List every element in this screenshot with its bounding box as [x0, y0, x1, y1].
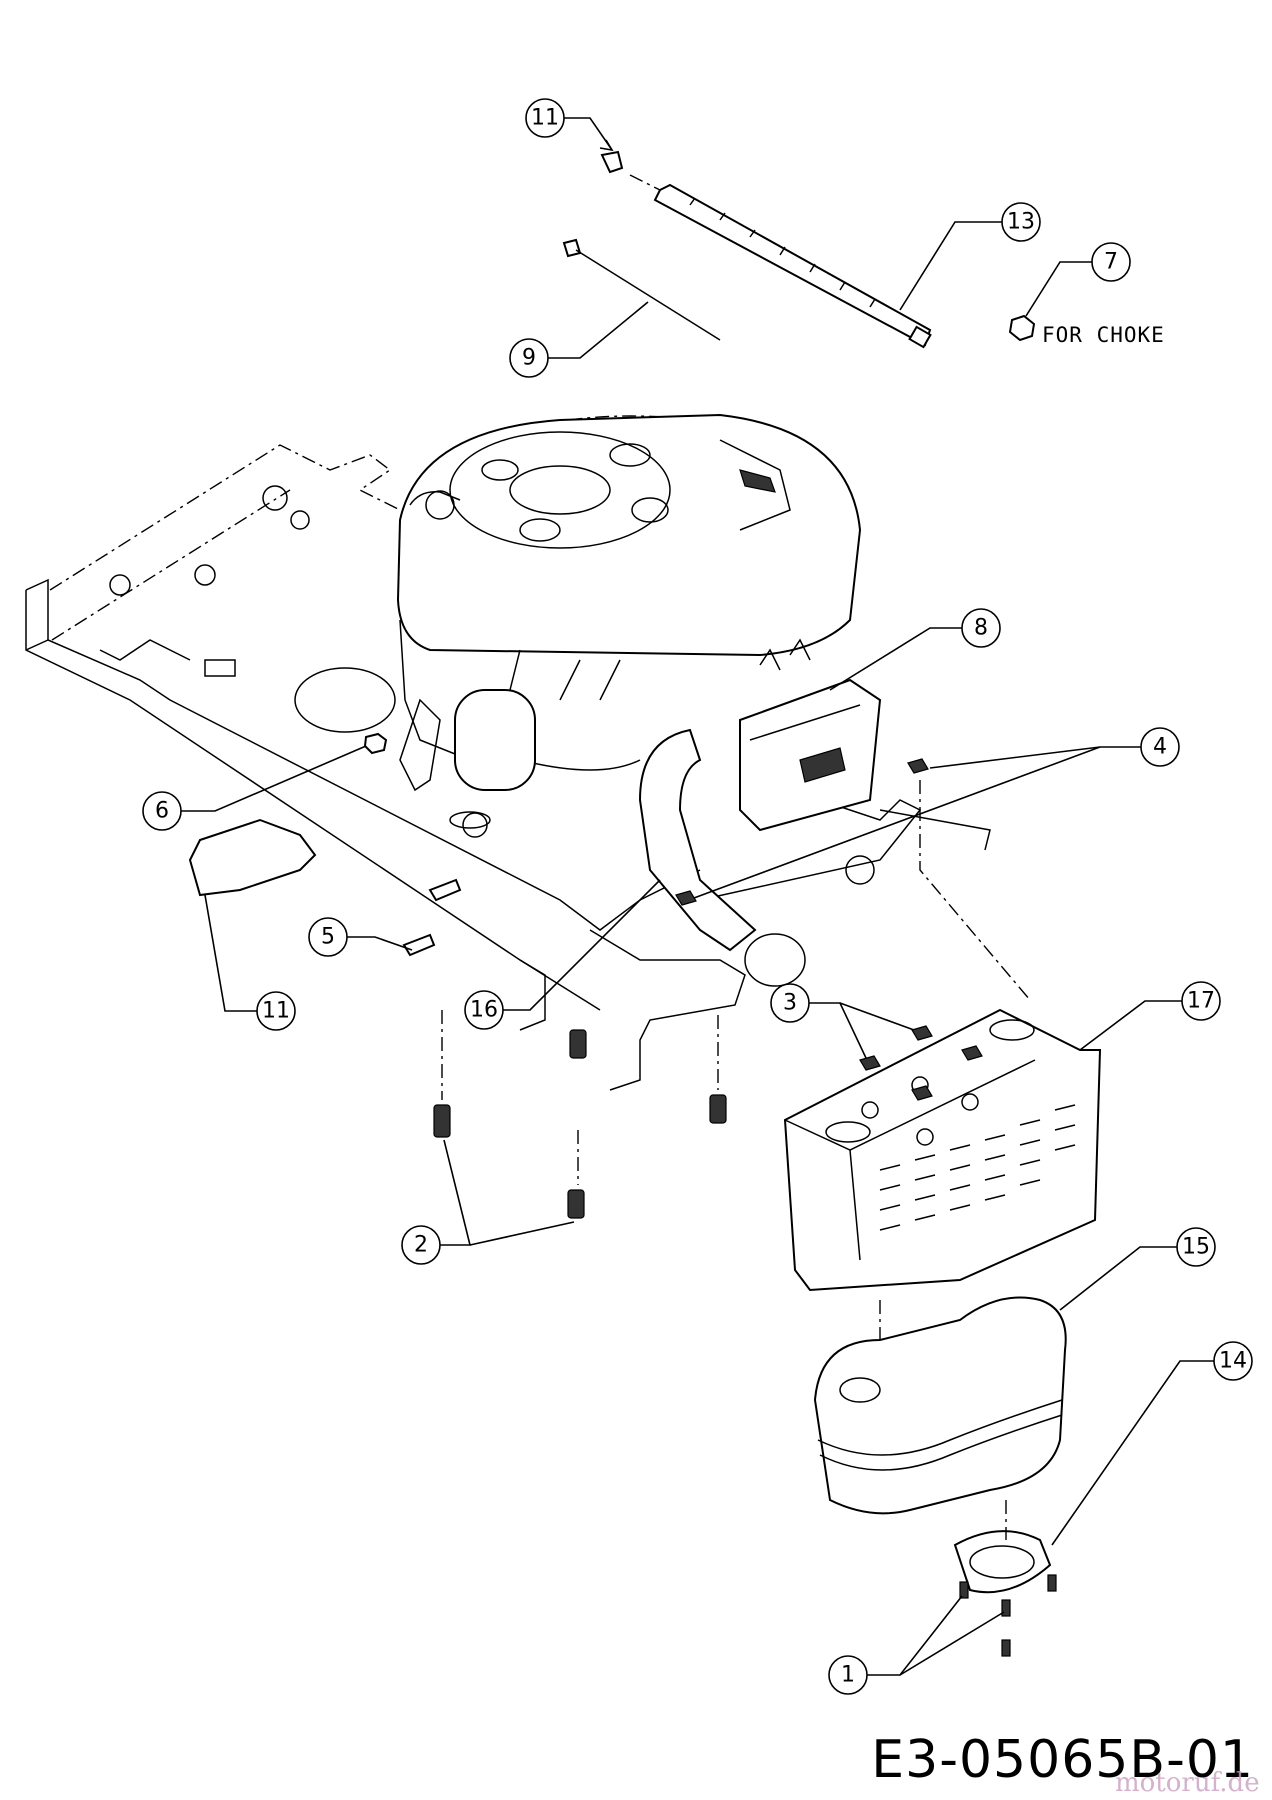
watermark: motoruf.de: [1115, 1768, 1260, 1798]
cable-tie: [562, 238, 721, 341]
callout-2: 2: [401, 1139, 575, 1265]
callout-14: 14: [1051, 1341, 1253, 1546]
choke-cable: [629, 174, 932, 349]
heat-shield: [783, 1008, 1102, 1292]
callout-label: 9: [522, 346, 536, 371]
callout-11: 11: [204, 894, 296, 1031]
callout-4: 4: [693, 727, 1180, 899]
callout-1: 1: [828, 1595, 1005, 1695]
nut: [363, 732, 388, 755]
muffler-screws: [879, 1300, 1057, 1657]
callout-label: 15: [1182, 1235, 1210, 1260]
callout-label: 2: [414, 1233, 428, 1258]
callout-label: 5: [321, 925, 335, 950]
callout-6: 6: [142, 745, 367, 831]
air-filter-housing: [739, 638, 882, 832]
cable-end-fittings: [402, 878, 462, 957]
callout-label: 3: [783, 991, 797, 1016]
callout-10: 11: [525, 98, 614, 152]
callout-label: 13: [1007, 210, 1035, 235]
diagram-code: E3-05065B-01: [871, 1730, 1254, 1790]
callout-9: 9: [509, 301, 649, 378]
callout-3: 3: [770, 983, 915, 1059]
callout-label: 4: [1153, 735, 1167, 760]
muffler: [813, 1296, 1067, 1515]
callout-label: 7: [1104, 250, 1118, 275]
callout-16: 16: [464, 879, 661, 1030]
callout-15: 15: [1059, 1227, 1216, 1311]
heat-shield-vents: [879, 1104, 1076, 1231]
engine: [396, 413, 862, 829]
hex-nut-choke: [1008, 314, 1036, 342]
callout-13: 13: [899, 202, 1041, 311]
flange-nuts: [675, 758, 1031, 1101]
callout-label: 11: [531, 106, 559, 131]
muffler-deflector: [953, 1530, 1052, 1594]
frame-plate: [25, 444, 991, 1091]
exhaust-pipe: [638, 728, 757, 952]
bolts: [433, 1010, 727, 1219]
choke-note: FOR CHOKE: [1042, 323, 1165, 347]
callout-label: 6: [155, 799, 169, 824]
callout-label: 16: [470, 998, 498, 1023]
throttle-bracket: [188, 818, 317, 897]
callout-5: 5: [308, 917, 413, 957]
callout-label: 14: [1219, 1349, 1247, 1374]
callout-7: 7: [1025, 242, 1131, 317]
callout-label: 17: [1187, 989, 1215, 1014]
callout-label: 1: [841, 1663, 855, 1688]
callout-label: 8: [974, 616, 988, 641]
callout-label: 11: [262, 999, 290, 1024]
cable-clip: [600, 150, 624, 174]
callout-17: 17: [1079, 981, 1221, 1051]
callout-8: 8: [829, 608, 1001, 691]
